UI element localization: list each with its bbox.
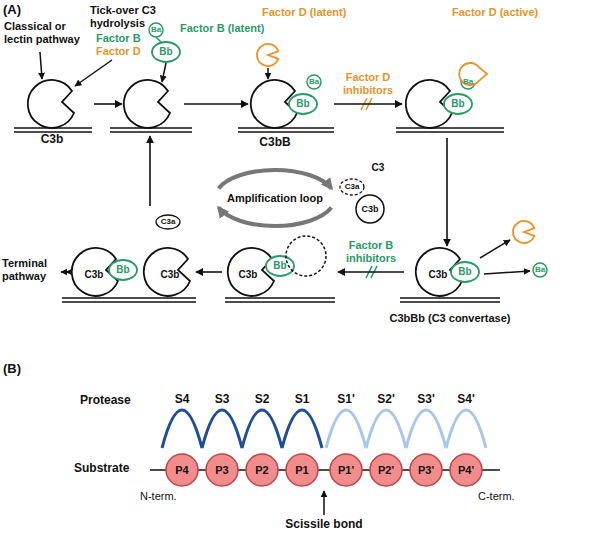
label-text: S4 [175, 393, 190, 407]
complex-state: Factor D (latent)BbBaC3bB [248, 44, 334, 154]
residue-circle: P3' [409, 453, 443, 487]
node-text: P1 [295, 464, 308, 477]
edge-label: Factor D inhibitors [337, 71, 399, 96]
label-text: Terminal pathway [2, 257, 58, 282]
residue-circle-shape [410, 454, 442, 486]
residue-circle-shape [330, 454, 362, 486]
label-text: (B) [3, 362, 21, 377]
label-text: C3 [372, 162, 385, 174]
label-text: Factor D [96, 45, 141, 58]
pathway-arrows [40, 52, 530, 515]
amplification-loop [219, 170, 332, 226]
label-text: Tick-over C3 hydrolysis [90, 4, 170, 29]
node-text: C3b [41, 133, 64, 147]
flow-arrow [149, 136, 151, 206]
label-text: C-term. [478, 490, 515, 503]
node-text: C3bBb (C3 convertase) [389, 312, 510, 325]
membranes [14, 128, 504, 302]
label-text: S1' [337, 393, 355, 407]
complex-state: C3b [14, 74, 94, 156]
flow-arrow [446, 138, 448, 246]
node-text: P2 [255, 464, 268, 477]
residue-circle: P4' [449, 453, 483, 487]
residue-circle: P4 [165, 453, 199, 487]
node-text: Bb [116, 264, 129, 276]
node-text: Bb [296, 98, 309, 110]
node-text: Factor D (latent) [262, 6, 346, 19]
complex-state: C3bBbC3bBb (C3 convertase) [404, 246, 508, 346]
node-text: P4 [175, 464, 188, 477]
residue-circle: P3 [205, 453, 239, 487]
flow-arrow [334, 103, 402, 105]
edge-label: Factor B inhibitors [340, 239, 402, 264]
node-text: Factor D (active) [452, 6, 538, 19]
node-text: Ba [463, 77, 473, 86]
node-text: C3b [429, 269, 448, 281]
node-text: P3 [215, 464, 228, 477]
node-text: C3a [161, 217, 176, 226]
node-text: Ba [151, 25, 161, 34]
complex-state: Factor D (active)BbBa [402, 56, 506, 138]
residue-circle-shape [370, 454, 402, 486]
residue-circle: P2 [245, 453, 279, 487]
residue-circle-shape [246, 454, 278, 486]
label-text: N-term. [140, 490, 177, 503]
label-text: S2' [377, 393, 395, 407]
node-text: Bb [451, 98, 464, 110]
label-text: S2 [255, 393, 270, 407]
flow-arrow [184, 103, 248, 105]
node-text: Bb [159, 46, 172, 58]
residue-circle: P1' [329, 453, 363, 487]
residue-circle: P2' [369, 453, 403, 487]
label-text: C3a [345, 182, 360, 191]
substrate-chain [150, 469, 500, 471]
node-text: P4' [458, 464, 474, 477]
label-text: S4' [457, 393, 475, 407]
node-text: C3b [161, 269, 180, 281]
node-text: Bb [458, 266, 471, 278]
residue-circle-shape [286, 454, 318, 486]
label-text: Ba [535, 265, 545, 274]
complex-state: C3b Bb [222, 244, 338, 304]
node-text: P3' [418, 464, 434, 477]
node-text: C3b [239, 269, 258, 281]
node-text: Bb [273, 260, 286, 272]
node-text: Factor B (latent) [180, 22, 264, 35]
flow-arrow [338, 271, 404, 273]
node-text: C3bB [259, 136, 290, 150]
molecules [28, 23, 547, 296]
residue-circle-shape [206, 454, 238, 486]
node-text: P2' [378, 464, 394, 477]
label-text: Scissile bond [285, 518, 362, 532]
residue-circle-shape [450, 454, 482, 486]
residue-circle-shape [166, 454, 198, 486]
protease-subsites [162, 410, 486, 448]
label-text: Classical or lectin pathway [4, 20, 88, 45]
label-text: S3 [215, 393, 230, 407]
flow-arrow [196, 271, 222, 273]
label-text: Amplification loop [227, 192, 323, 205]
node-text: P1' [338, 464, 354, 477]
node-text: Ba [309, 77, 319, 86]
residue-circle: P1 [285, 453, 319, 487]
label-text: C3b [361, 204, 378, 214]
label-text: S3' [417, 393, 435, 407]
node-text: C3b [85, 269, 104, 281]
label-text: (A) [3, 3, 21, 18]
label-text: Factor B [96, 32, 141, 45]
label-text: Substrate [74, 462, 129, 476]
label-text: Protease [80, 394, 131, 408]
flow-arrow [94, 103, 122, 105]
complex-state: C3aC3b Bb C3b [62, 206, 196, 302]
label-text: S1 [295, 393, 310, 407]
